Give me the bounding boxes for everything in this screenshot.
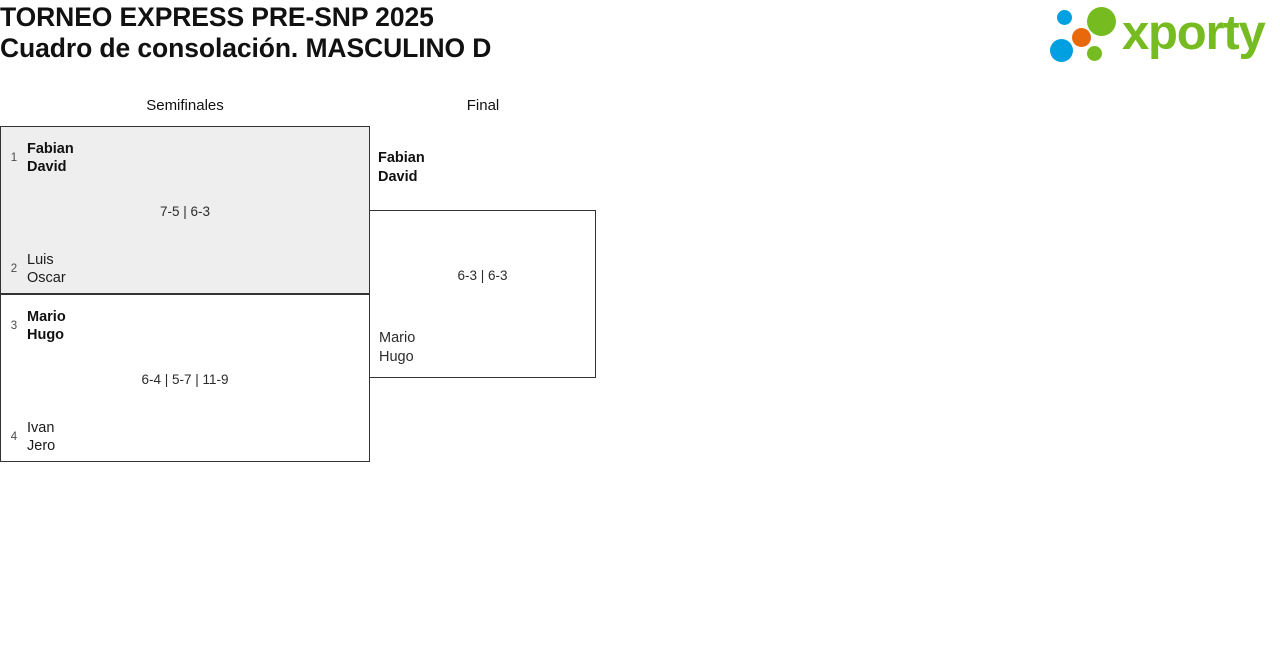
player-name: Oscar [27,270,66,286]
competitor-row[interactable]: 3 Mario Hugo [1,305,369,347]
seed-number: 3 [10,320,18,332]
competitor-names: Fabian David [27,140,369,177]
player-name: David [27,159,67,175]
logo-dot-blue-large [1050,39,1073,62]
player-name: Mario [379,330,416,346]
match-semifinal-1[interactable]: 1 Fabian David 7-5 | 6-3 2 Luis Oscar [0,126,370,294]
round-header-final: Final [466,97,500,114]
match-final[interactable]: 6-3 | 6-3 Mario Hugo [369,210,596,378]
competitor-row[interactable]: 1 Fabian David [1,137,369,179]
match-score: 7-5 | 6-3 [159,204,211,219]
player-name: Mario [27,308,66,325]
competitor-names: Ivan Jero [27,419,369,456]
logo-dot-blue-small [1057,10,1072,25]
player-name: Hugo [27,327,65,343]
logo-dot-orange [1072,28,1091,47]
player-name: Fabian [378,150,425,166]
round-header-semifinales: Semifinales [146,97,224,114]
player-name: Hugo [379,349,414,365]
logo-wordmark: xporty [1122,6,1266,60]
player-name: Jero [27,438,56,454]
player-name: Ivan [27,419,55,436]
final-bottom-competitor[interactable]: Mario Hugo [379,329,415,367]
player-name: Fabian [27,140,74,157]
match-semifinal-2[interactable]: 3 Mario Hugo 6-4 | 5-7 | 11-9 4 Ivan Jer… [0,294,370,462]
competitor-names: Luis Oscar [27,251,369,288]
seed-number: 1 [10,152,18,164]
tournament-bracket: Semifinales Final 1 Fabian David 7-5 | 6… [0,88,1280,661]
page-header: TORNEO EXPRESS PRE-SNP 2025 Cuadro de co… [0,0,1280,88]
competitor-names: Mario Hugo [27,308,369,345]
tournament-name: TORNEO EXPRESS PRE-SNP 2025 [0,2,434,32]
player-name: Luis [27,251,54,268]
logo-dot-green-large [1087,7,1116,36]
competitor-row[interactable]: 2 Luis Oscar [1,248,369,290]
match-score: 6-3 | 6-3 [457,268,508,283]
seed-number: 4 [10,431,18,443]
seed-number: 2 [10,263,18,275]
competitor-row[interactable]: 4 Ivan Jero [1,416,369,458]
logo-dot-green-small [1087,46,1102,61]
page-title: TORNEO EXPRESS PRE-SNP 2025 Cuadro de co… [0,2,900,64]
xporty-logo[interactable]: xporty [1048,6,1274,64]
player-name: David [378,169,418,185]
match-score: 6-4 | 5-7 | 11-9 [141,372,229,387]
final-top-competitor[interactable]: Fabian David [378,149,425,187]
logo-dots-icon [1048,6,1128,64]
bracket-subtitle: Cuadro de consolación. MASCULINO D [0,33,492,63]
